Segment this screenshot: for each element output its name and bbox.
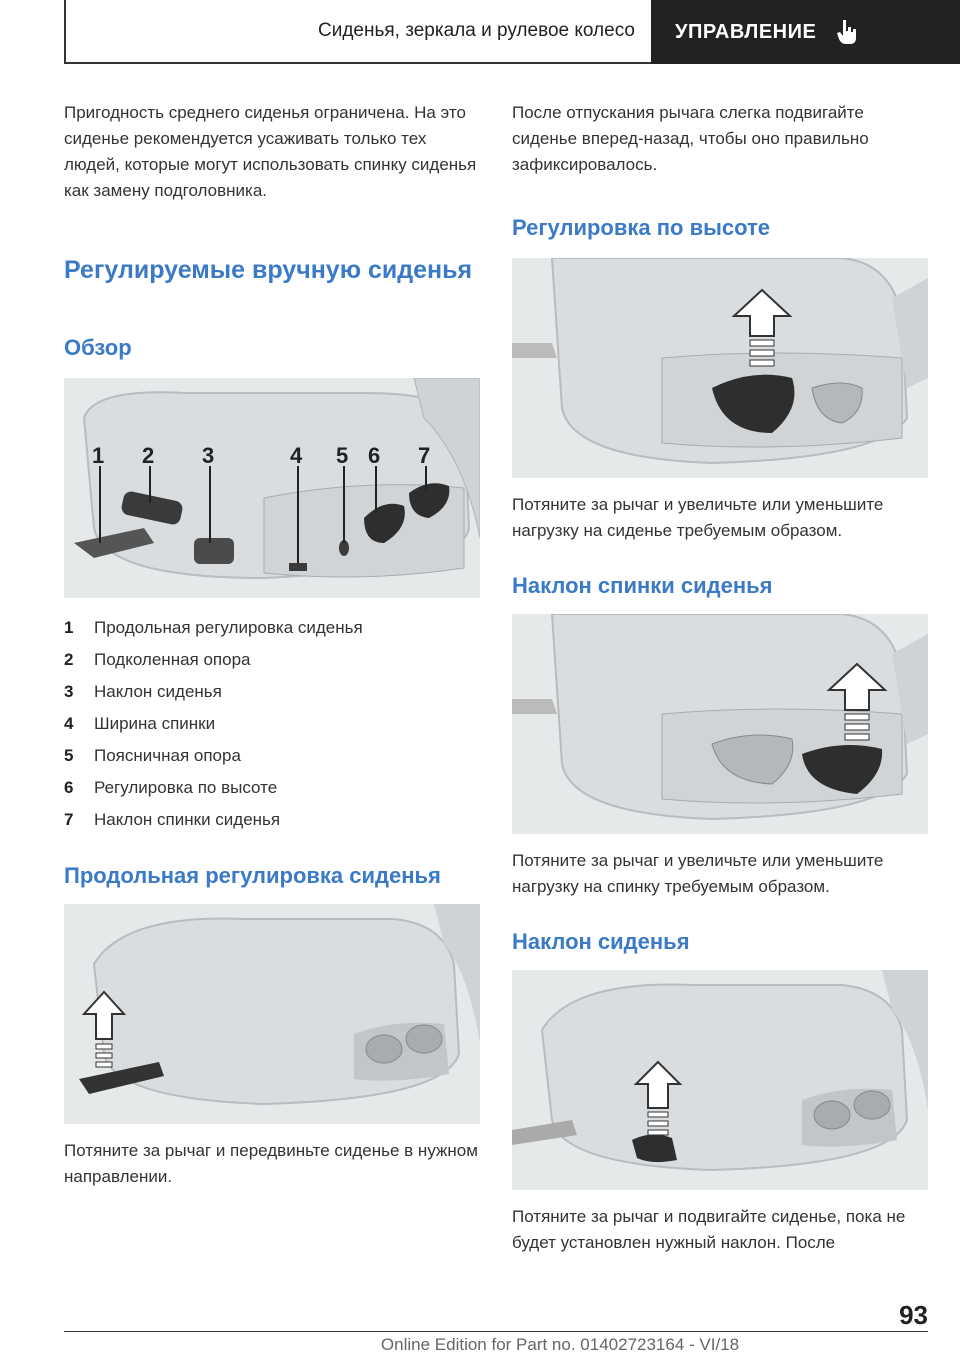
overview-heading: Обзор xyxy=(64,335,132,360)
longitudinal-figure xyxy=(64,904,480,1124)
callout-1: 1 xyxy=(92,443,104,468)
tilt-text: Потяните за рычаг и подвигайте сиденье, … xyxy=(512,1207,906,1252)
chapter-title: УПРАВЛЕНИЕ xyxy=(675,20,817,43)
section-title: Сиденья, зеркала и рулевое колесо xyxy=(64,0,651,64)
tilt-heading: Наклон сиденья xyxy=(512,929,690,954)
left-column: Пригодность среднего сиденья ограничена.… xyxy=(64,100,480,1190)
edition-footer: Online Edition for Part no. 01402723164 … xyxy=(380,1335,740,1354)
callout-6: 6 xyxy=(368,443,380,468)
backrest-figure xyxy=(512,614,928,834)
callout-7: 7 xyxy=(418,443,430,468)
overview-figure: 1 2 3 4 5 6 7 xyxy=(64,378,480,598)
arrow-up-icon xyxy=(731,288,793,367)
tilt-figure xyxy=(512,970,928,1190)
height-figure xyxy=(512,258,928,478)
page-header: Сиденья, зеркала и рулевое колесо УПРАВЛ… xyxy=(64,0,960,64)
arrow-up-icon xyxy=(826,662,888,741)
footer-divider xyxy=(64,1331,928,1332)
longitudinal-text: Потяните за рычаг и передвиньте сиденье … xyxy=(64,1141,478,1186)
arrow-up-icon xyxy=(633,1060,683,1136)
intro-paragraph: Пригодность среднего сиденья ограничена.… xyxy=(64,103,477,200)
callout-2: 2 xyxy=(142,443,154,468)
backrest-text: Потяните за рычаг и увеличьте или уменьш… xyxy=(512,851,884,896)
arrow-up-icon xyxy=(81,990,127,1068)
callout-3: 3 xyxy=(202,443,214,468)
page-number: 93 xyxy=(899,1300,928,1330)
longitudinal-heading: Продольная регулировка сиденья xyxy=(64,863,441,888)
release-paragraph: После отпускания рычага слегка подвигайт… xyxy=(512,103,869,174)
height-text: Потяните за рычаг и увеличьте или уменьш… xyxy=(512,495,884,540)
hand-pointer-icon xyxy=(837,20,857,44)
height-heading: Регулировка по высоте xyxy=(512,215,771,240)
right-column: После отпускания рычага слегка подвигайт… xyxy=(512,100,928,1256)
manual-seats-heading: Регулируемые вручную сиденья xyxy=(64,256,473,284)
chapter-tab[interactable]: УПРАВЛЕНИЕ xyxy=(651,0,960,64)
backrest-heading: Наклон спинки сиденья xyxy=(512,573,773,598)
callout-5: 5 xyxy=(336,443,348,468)
callout-4: 4 xyxy=(290,443,303,468)
